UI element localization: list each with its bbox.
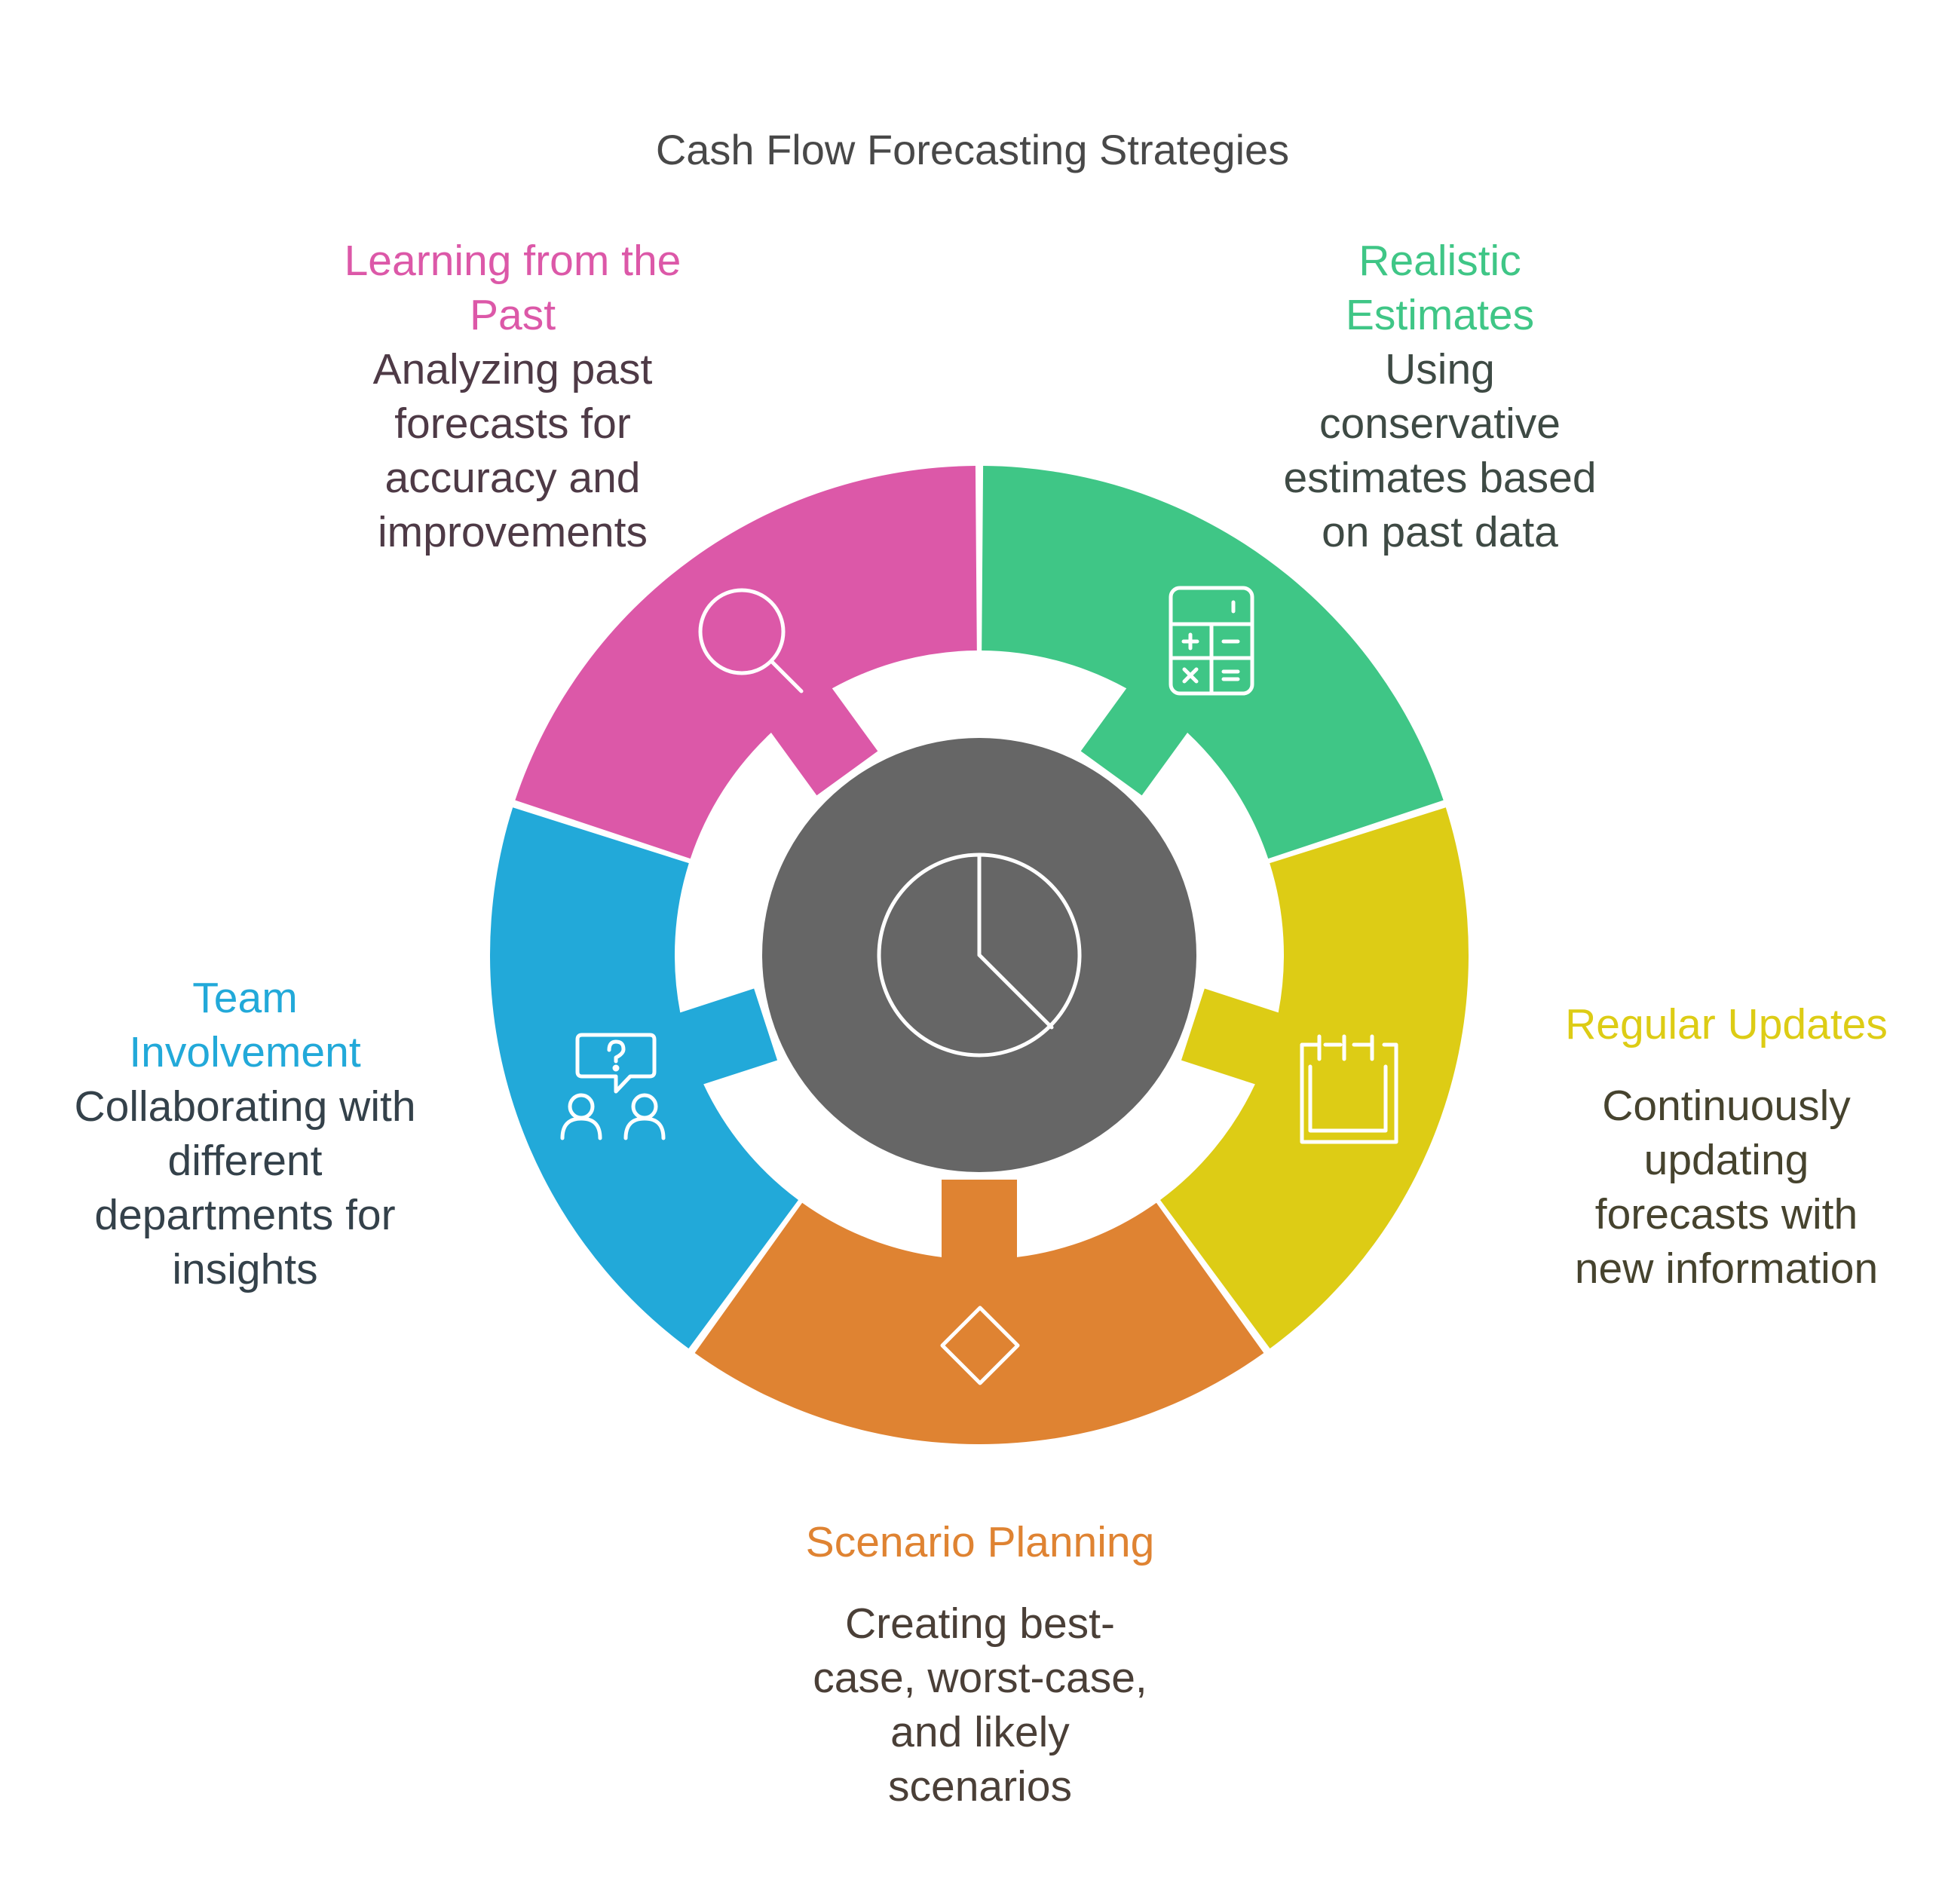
segment-description-line: scenarios [888, 1762, 1072, 1811]
team-question-icon [560, 1033, 666, 1140]
segment-description-line: Collaborating with [74, 1082, 416, 1131]
segment-description-line: updating [1643, 1136, 1809, 1184]
segment-title: Regular Updates [1530, 997, 1922, 1051]
segment-title-line: Estimates [1345, 291, 1535, 339]
segment-description-line: accuracy and [384, 454, 641, 502]
segment-description-line: estimates based [1283, 454, 1597, 502]
segment-description-line: Creating best- [844, 1599, 1115, 1648]
segment-title: Realistic Estimates [1214, 234, 1666, 342]
segment-title-line: Involvement [129, 1028, 361, 1076]
diagram-title: Cash Flow Forecasting Strategies [655, 126, 1290, 173]
segment-description-line: new information [1574, 1244, 1879, 1293]
segment-learning-from-the-past [515, 466, 977, 859]
segment-description-line: different [167, 1137, 323, 1185]
segment-description-line: on past data [1322, 508, 1558, 556]
segment-description-line: departments for [94, 1191, 396, 1239]
segment-description-line: conservative [1319, 399, 1561, 448]
segment-description-line: and likely [890, 1708, 1070, 1756]
calculator-icon [1169, 586, 1254, 696]
segment-text-learning-from-the-past: Learning from the Past Analyzing past fo… [294, 234, 731, 559]
segment-text-regular-updates: Regular Updates Continuously updating fo… [1530, 997, 1922, 1296]
segment-description-line: forecasts for [394, 399, 631, 448]
segment-title-line: Team [192, 974, 298, 1022]
segment-title: Scenario Planning [761, 1515, 1199, 1569]
segment-description-line: Continuously [1602, 1082, 1851, 1130]
segment-regular-updates [1160, 807, 1469, 1349]
segment-text-scenario-planning: Scenario Planning Creating best- case, w… [761, 1515, 1199, 1814]
segment-description-line: Analyzing past [372, 345, 653, 393]
segment-description-line: Using [1385, 345, 1495, 393]
segment-text-team-involvement: Team Involvement Collaborating with diff… [30, 971, 460, 1296]
calendar-icon [1300, 1034, 1398, 1144]
segment-description: Using conservative estimates based on pa… [1214, 342, 1666, 559]
segment-description-line: case, worst-case, [813, 1654, 1147, 1702]
pie-chart-icon [877, 853, 1082, 1058]
segment-title-line: Scenario Planning [805, 1518, 1155, 1566]
diamond-icon [940, 1306, 1020, 1385]
segment-title-line: Learning from the [344, 237, 682, 285]
segment-title-line: Realistic [1358, 237, 1521, 285]
segment-description-line: insights [172, 1245, 318, 1293]
segment-description-line: forecasts with [1594, 1190, 1858, 1238]
segment-text-realistic-estimates: Realistic Estimates Using conservative e… [1214, 234, 1666, 559]
magnifier-icon [698, 588, 804, 693]
segment-description: Continuously updating forecasts with new… [1530, 1079, 1922, 1296]
segment-description: Collaborating with different departments… [30, 1079, 460, 1296]
segment-description-line: improvements [378, 508, 648, 556]
segment-title: Learning from the Past [294, 234, 731, 342]
segment-description: Analyzing past forecasts for accuracy an… [294, 342, 731, 559]
segment-title: Team Involvement [30, 971, 460, 1079]
segment-scenario-planning [694, 1180, 1264, 1444]
segment-description: Creating best- case, worst-case, and lik… [761, 1596, 1199, 1814]
segment-title-line: Regular Updates [1565, 1000, 1888, 1048]
segment-title-line: Past [469, 291, 556, 339]
